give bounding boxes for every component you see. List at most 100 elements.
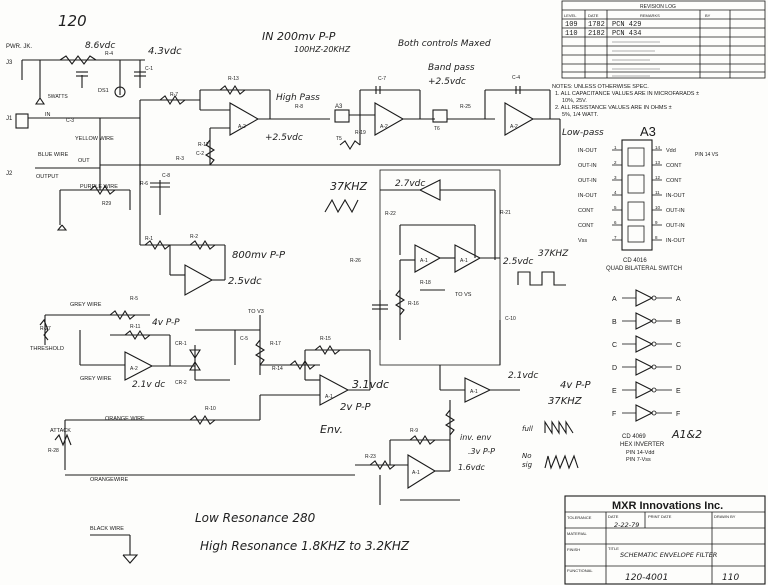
label-r16: R-16	[408, 301, 419, 307]
label-a2-lp: A-2	[510, 124, 518, 130]
label-r29: R29	[102, 201, 111, 207]
a3-right-pin-name: CONT	[666, 178, 682, 184]
label-pwr-jk: PWR. JK.	[6, 44, 32, 50]
label-c5: C-5	[240, 336, 248, 342]
label-r25: R-25	[460, 104, 471, 110]
note-input-level: IN 200mv P-P	[262, 30, 336, 43]
label-c3: C-3	[66, 118, 74, 124]
label-cr1: CR-1	[175, 341, 187, 347]
hex-gate-symbol	[635, 381, 654, 399]
label-watts: 5WATTS	[48, 94, 68, 100]
label-r27: R-27	[40, 326, 51, 332]
a3-right-pin-number: 10	[655, 205, 661, 210]
a3-right-pin-name: CONT	[666, 163, 682, 169]
note-bp-vdc: +2.5vdc	[428, 77, 466, 87]
hex-gate-letter-out: D	[676, 365, 681, 372]
hex-gate-letter-in: D	[612, 365, 617, 372]
a3-right-pin-name: OUT-IN	[666, 208, 685, 214]
note-line-4: 2. ALL RESISTANCE VALUES ARE IN OHMS ±	[555, 105, 672, 111]
note-a12: A1&2	[671, 428, 702, 441]
hex-gate-symbol	[635, 335, 654, 353]
a3-right-pin-name: Vdd	[666, 148, 676, 154]
a3-left-pin-number: 2	[614, 160, 617, 165]
note-high-pass: High Pass	[276, 93, 320, 103]
note-2-5vdc-a: 2.5vdc	[228, 276, 262, 287]
note-800mv: 800mv P-P	[232, 250, 286, 261]
label-yellow-wire: YELLOW WIRE	[75, 136, 114, 142]
note-37khz-b: 37KHZ	[538, 249, 569, 259]
note-37khz-c: 37KHZ	[548, 396, 583, 407]
label-r21: R-21	[500, 210, 511, 216]
label-r22: R-22	[385, 211, 396, 217]
label-j3: J3	[6, 60, 13, 66]
label-a2-hp: A-2	[238, 124, 246, 130]
a3-left-pin-name: OUT-IN	[578, 178, 597, 184]
label-r13: R-13	[228, 76, 239, 82]
label-r17: R-17	[270, 341, 281, 347]
label-black-wire: BLACK WIRE	[90, 526, 124, 532]
note-2vpp: 2v P-P	[340, 402, 372, 413]
a3-left-pin-number: 5	[614, 205, 617, 210]
hex-gate-symbol	[635, 404, 654, 422]
hex-pin7: PIN 7-Vss	[626, 457, 651, 463]
hex-description: HEX INVERTER	[620, 442, 665, 448]
hex-part-number: CD 4069	[622, 434, 646, 440]
label-orange-wire: ORANGE WIRE	[105, 416, 145, 422]
label-r10: R-10	[205, 406, 216, 412]
note-line-2: 1. ALL CAPACITANCE VALUES ARE IN MICROFA…	[555, 91, 699, 97]
note-2-1vdc-out: 2.1vdc	[508, 371, 538, 381]
label-cr2: CR-2	[175, 380, 187, 386]
a3-left-pin-name: CONT	[578, 223, 594, 229]
hex-gate-letter-in: C	[612, 342, 617, 349]
note-sig: sig	[522, 461, 533, 469]
note-no: No	[522, 452, 532, 460]
label-r2: R-2	[190, 234, 198, 240]
notes-block: NOTES: UNLESS OTHERWISE SPEC. 1. ALL CAP…	[552, 84, 699, 118]
label-r6: R-6	[140, 181, 148, 187]
a3-right-pin-number: 8	[655, 235, 658, 240]
a3-right-pin-number: 12	[655, 175, 661, 180]
rev-col-date: DATE	[588, 13, 599, 18]
note-2-1vdc-thresh: 2.1v dc	[132, 380, 165, 390]
label-a2-thresh: A-2	[130, 366, 138, 372]
note-high-resonance: High Resonance 1.8KHZ to 3.2KHZ	[200, 539, 410, 553]
label-r26: R-26	[350, 258, 361, 264]
a3-left-pin-name: OUT-IN	[578, 163, 597, 169]
note-input-freq: 100HZ-20KHZ	[294, 45, 351, 54]
rev-row2-remarks: PCN 434	[612, 30, 641, 38]
drawing-rev: 110	[722, 573, 739, 583]
label-orange-wire-2: ORANGEWIRE	[90, 477, 129, 483]
a3-right-pin-name: IN-OUT	[666, 238, 686, 244]
label-grey-wire-2: GREY WIRE	[80, 376, 112, 382]
hex-gate-symbol	[635, 312, 654, 330]
note-line-5: 5%, 1/4 WATT.	[562, 112, 599, 118]
label-r11: R-11	[130, 324, 141, 330]
note-3vpp: .3v P-P	[468, 447, 495, 456]
rev-col-by: BY	[705, 13, 711, 18]
rev-row1-remarks: PCN 429	[612, 21, 641, 29]
hex-gate-letter-in: B	[612, 319, 617, 326]
label-ds1: DS1	[98, 88, 109, 94]
label-blue-wire: BLUE WIRE	[38, 152, 69, 158]
label-r28: R-28	[48, 448, 59, 454]
material-label: MATERIAL	[567, 531, 587, 536]
label-a3-switch: A3	[335, 104, 343, 110]
label-a1-out: A-1	[470, 389, 478, 395]
functional-label: FUNCTIONAL	[567, 568, 593, 573]
note-hp-vdc: +2.5vdc	[265, 133, 303, 143]
note-8-6vdc: 8.6vdc	[85, 41, 115, 51]
hex-gate-letter-out: E	[676, 388, 681, 395]
drawn-by-label: DRAWN BY	[714, 514, 736, 519]
note-osc-vdc: 2.5vdc	[503, 257, 533, 267]
a3-left-pin-number: 6	[614, 220, 617, 225]
label-c4: C-4	[512, 75, 520, 81]
note-inv-env: inv. env	[460, 433, 491, 442]
date-label: DATE	[608, 514, 619, 519]
sawtooth-waveform	[324, 198, 359, 214]
rev-row1-date: 1782	[588, 21, 605, 29]
hex-gate-symbol	[635, 289, 654, 307]
revision-log: REVISION LOG LEVEL DATE REMARKS BY 109 1…	[561, 0, 766, 79]
label-c8: C-8	[162, 173, 170, 179]
note-band-pass: Band pass	[428, 63, 475, 73]
